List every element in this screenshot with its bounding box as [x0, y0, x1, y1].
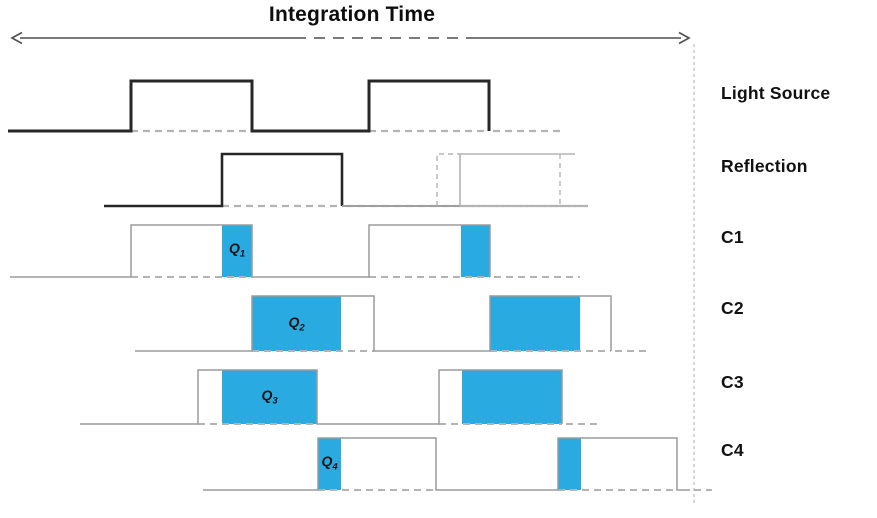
row-label-c4: C4 — [721, 440, 744, 460]
arrow-head-right-icon — [678, 31, 691, 45]
waveform-c4 — [203, 437, 690, 491]
waveform-c2 — [135, 295, 612, 352]
charge-region-c2 — [252, 296, 341, 351]
waveform-light-source — [8, 79, 491, 133]
charge-region-c3 — [462, 370, 562, 424]
arrow-head-left-icon — [10, 31, 23, 45]
row-label-reflection: Reflection — [721, 156, 808, 176]
ghost-pulse-dashed-rise — [436, 153, 460, 206]
row-label-c3: C3 — [721, 372, 744, 392]
charge-region-c1 — [222, 225, 252, 277]
charge-region-c3 — [222, 370, 317, 424]
charge-region-c4 — [558, 438, 581, 490]
charge-region-c1 — [461, 225, 490, 277]
row-label-light-source: Light Source — [721, 83, 831, 103]
ghost-pulse-solid — [459, 153, 575, 206]
waveform-c1 — [10, 224, 491, 278]
waveform-c3 — [80, 369, 563, 425]
waveform-reflection — [104, 152, 344, 208]
row-label-c1: C1 — [721, 227, 744, 247]
charge-region-c4 — [318, 438, 341, 490]
charge-region-c2 — [490, 296, 580, 351]
row-label-c2: C2 — [721, 298, 744, 318]
page-title: Integration Time — [268, 3, 436, 26]
